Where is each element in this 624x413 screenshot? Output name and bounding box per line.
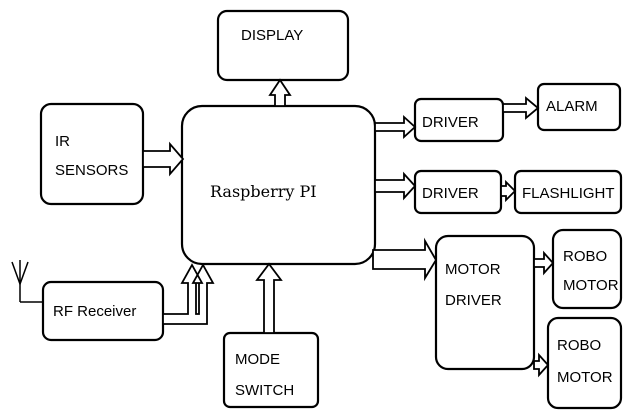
mode-switch-block: MODE SWITCH: [222, 331, 320, 409]
arrow-pi-to-motor-driver: [372, 237, 438, 282]
ir-sensors-label-line2: SENSORS: [55, 162, 128, 179]
motor-driver-label-line2: DRIVER: [445, 292, 502, 309]
rf-receiver-label: RF Receiver: [53, 303, 136, 320]
arrow-motor-driver-to-robo-2: [533, 352, 550, 378]
arrow-driver-to-alarm: [502, 96, 540, 120]
robo-motor-1-label-line1: ROBO: [563, 248, 607, 265]
raspberry-pi-block: Raspberry PI: [180, 104, 377, 266]
robo-motor-1-block: ROBO MOTOR: [551, 228, 623, 310]
raspberry-pi-label: Raspberry PI: [210, 182, 317, 201]
arrow-ir-to-pi: [142, 141, 185, 177]
mode-switch-label-line2: SWITCH: [235, 382, 294, 399]
driver-mid-label: DRIVER: [422, 185, 479, 202]
ir-sensors-block: IR SENSORS: [39, 102, 145, 206]
robo-motor-2-block: ROBO MOTOR: [546, 316, 623, 410]
motor-driver-label-line1: MOTOR: [445, 261, 501, 278]
arrow-pi-to-display: [268, 78, 292, 107]
driver-mid-block: DRIVER: [413, 169, 503, 215]
alarm-block: ALARM: [536, 82, 622, 132]
robo-motor-1-label-line2: MOTOR: [563, 277, 619, 294]
robo-motor-2-label-line1: ROBO: [557, 337, 601, 354]
mode-switch-label-line1: MODE: [235, 351, 280, 368]
motor-driver-block: MOTOR DRIVER: [434, 234, 536, 371]
display-label: DISPLAY: [241, 27, 303, 44]
alarm-label: ALARM: [546, 98, 598, 115]
arrow-motor-driver-to-robo-1: [533, 250, 555, 276]
rf-receiver-block: RF Receiver: [41, 280, 165, 342]
driver-top-label: DRIVER: [422, 114, 479, 131]
arrow-rf-to-pi: [162, 263, 215, 325]
arrow-mode-switch-to-pi: [255, 262, 283, 334]
antenna-icon: [11, 260, 43, 303]
ir-sensors-label-line1: IR: [55, 133, 70, 150]
arrow-pi-to-driver-top: [374, 114, 417, 140]
flashlight-label: FLASHLIGHT: [522, 185, 615, 202]
display-block: DISPLAY: [216, 9, 350, 82]
driver-top-block: DRIVER: [413, 97, 505, 143]
arrow-driver-to-flashlight: [500, 179, 517, 203]
robo-motor-2-label-line2: MOTOR: [557, 369, 613, 386]
flashlight-block: FLASHLIGHT: [513, 169, 623, 215]
arrow-pi-to-driver-mid: [374, 171, 417, 201]
